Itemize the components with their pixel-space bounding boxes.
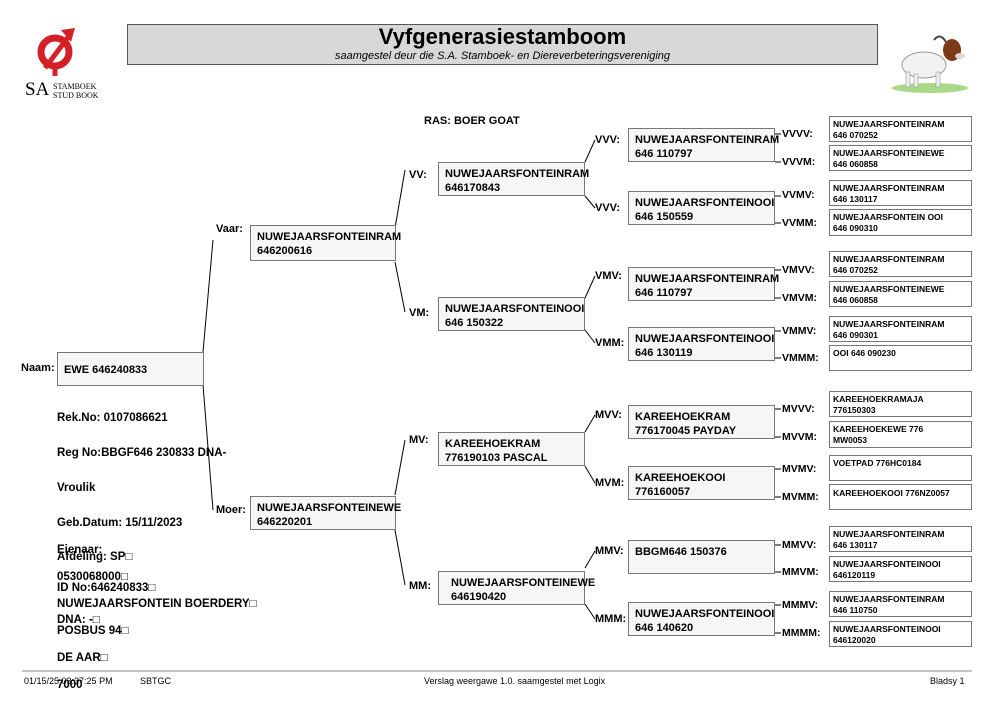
sa-stud-book-logo: SA STAMBOEK STUD BOOK <box>25 24 105 104</box>
gen5-box[interactable]: NUWEJAARSFONTEINOOI 646120020 <box>829 621 972 647</box>
gen5-box[interactable]: NUWEJAARSFONTEINRAM 646 070252 <box>829 116 972 142</box>
gen5-box[interactable]: NUWEJAARSFONTEINOOI 646120119 <box>829 556 972 582</box>
owner-line: NUWEJAARSFONTEIN BOERDERY□ <box>57 597 257 610</box>
vmv-box[interactable]: NUWEJAARSFONTEINRAM 646 110797 <box>628 267 779 301</box>
gen5-label: MMMV: <box>782 599 819 611</box>
owner-line: 0530068000□ <box>57 570 128 583</box>
mmm-box[interactable]: NUWEJAARSFONTEINOOI 646 140620 <box>628 602 775 636</box>
gen5-label: VVMM: <box>782 217 817 229</box>
vm-box[interactable]: NUWEJAARSFONTEINOOI 646 150322 <box>438 297 585 331</box>
mm-label: MM: <box>409 580 431 592</box>
ras-breed: RAS: BOER GOAT <box>424 115 520 127</box>
gen5-box[interactable]: NUWEJAARSFONTEINRAM 646 070252 <box>829 251 972 277</box>
vvv-label: VVV: <box>595 134 621 146</box>
details-line: ID No:646240833□ <box>57 582 156 594</box>
gen5-label: MVVM: <box>782 431 817 443</box>
vm-label: VM: <box>409 307 430 319</box>
gen5-label: VMVM: <box>782 292 817 304</box>
details-line: Vroulik <box>57 481 96 494</box>
sa-logo-mark-icon <box>37 28 75 76</box>
gen5-box[interactable]: NUWEJAARSFONTEIN OOI 646 090310 <box>829 209 972 236</box>
vmv-label: VMV: <box>595 270 622 282</box>
gen5-label: MVVV: <box>782 403 815 415</box>
mm-box[interactable]: NUWEJAARSFONTEINEWE 646190420 <box>438 571 595 605</box>
mmv-label: MMV: <box>595 545 624 557</box>
animal-name-box[interactable]: EWE 646240833 <box>57 352 204 386</box>
owner-line: POSBUS 94□ <box>57 624 129 637</box>
gen5-box[interactable]: NUWEJAARSFONTEINRAM 646 090301 <box>829 316 972 342</box>
gen5-box[interactable]: NUWEJAARSFONTEINEWE 646 060858 <box>829 281 972 307</box>
vv-box[interactable]: NUWEJAARSFONTEINRAM 646170843 <box>438 162 589 196</box>
boer-goat-illustration-icon <box>892 35 968 93</box>
mv-box[interactable]: KAREEHOEKRAM 776190103 PASCAL <box>438 432 585 466</box>
owner-details: Eienaar: 0530068000□ NUWEJAARSFONTEIN BO… <box>57 530 256 706</box>
gen5-label: VMVV: <box>782 264 815 276</box>
vvm-label: VVV: <box>595 202 621 214</box>
gen5-label: MMVV: <box>782 539 817 551</box>
gen5-label: MVMM: <box>782 491 819 503</box>
details-line: DNA: -□ <box>57 613 100 626</box>
gen5-label: VVVM: <box>782 156 816 168</box>
sire-box[interactable]: NUWEJAARSFONTEINRAM 646200616 <box>250 225 401 261</box>
vvm-box[interactable]: NUWEJAARSFONTEINOOI 646 150559 <box>628 191 775 225</box>
gen5-box[interactable]: NUWEJAARSFONTEINRAM 646 110750 <box>829 591 972 617</box>
mmm-label: MMM: <box>595 613 627 625</box>
gen5-label: VVVV: <box>782 128 813 140</box>
gen5-box[interactable]: OOI 646 090230 <box>829 345 972 371</box>
logo-sa-text: SA <box>25 79 50 100</box>
vmm-label: VMM: <box>595 337 625 349</box>
gen5-label: VMMV: <box>782 325 817 337</box>
gen5-box[interactable]: NUWEJAARSFONTEINEWE 646 060858 <box>829 145 972 171</box>
owner-line: 7000 <box>57 678 83 691</box>
mmv-box[interactable]: BBGM646 150376 <box>628 540 775 574</box>
mvm-box[interactable]: KAREEHOEKOOI 776160057 <box>628 466 775 500</box>
mvv-label: MVV: <box>595 409 622 421</box>
owner-line: DE AAR□ <box>57 651 108 664</box>
details-line: Geb.Datum: 15/11/2023 <box>57 516 183 529</box>
vvv-box[interactable]: NUWEJAARSFONTEINRAM 646 110797 <box>628 128 779 162</box>
footer-version: Verslag weergawe 1.0. saamgestel met Log… <box>424 676 606 686</box>
details-line: Rek.No: 0107086621 <box>57 411 168 424</box>
owner-line: Eienaar: <box>57 543 103 556</box>
footer-datetime: 01/15/25 03:37:25 PM <box>24 676 113 686</box>
gen5-label: VVMV: <box>782 189 815 201</box>
mvm-label: MVM: <box>595 477 625 489</box>
gen5-box[interactable]: VOETPAD 776HC0184 <box>829 455 972 481</box>
title-banner: Vyfgenerasiestamboom saamgestel deur die… <box>127 24 878 65</box>
moer-label: Moer: <box>216 504 246 516</box>
vmm-box[interactable]: NUWEJAARSFONTEINOOI 646 130119 <box>628 327 775 361</box>
gen5-box[interactable]: KAREEHOEKRAMAJA 776150303 <box>829 391 972 417</box>
footer-page-number: Bladsy 1 <box>930 676 965 686</box>
naam-label: Naam: <box>21 362 55 374</box>
page-title: Vyfgenerasiestamboom <box>378 24 627 49</box>
logo-stamboek-text: STAMBOEK <box>53 82 97 91</box>
mvv-box[interactable]: KAREEHOEKRAM 776170045 PAYDAY <box>628 405 775 439</box>
logo-studbook-text: STUD BOOK <box>53 91 99 100</box>
gen5-label: VMMM: <box>782 352 819 364</box>
mv-label: MV: <box>409 434 429 446</box>
gen5-box[interactable]: KAREEHOEKOOI 776NZ0057 <box>829 484 972 510</box>
vv-label: VV: <box>409 169 427 181</box>
page-subtitle: saamgestel deur die S.A. Stamboek- en Di… <box>334 50 671 62</box>
dam-box[interactable]: NUWEJAARSFONTEINEWE 646220201 <box>250 496 401 530</box>
gen5-box[interactable]: KAREEHOEKEWE 776 MW0053 <box>829 421 972 448</box>
vaar-label: Vaar: <box>216 223 243 235</box>
animal-details: Rek.No: 0107086621 Reg No:BBGF646 230833… <box>57 392 226 644</box>
gen5-box[interactable]: NUWEJAARSFONTEINRAM 646 130117 <box>829 526 972 552</box>
gen5-label: MMMM: <box>782 627 821 639</box>
gen5-label: MVMV: <box>782 463 817 475</box>
details-line: Afdeling: SP□ <box>57 550 133 563</box>
gen5-box[interactable]: NUWEJAARSFONTEINRAM 646 130117 <box>829 180 972 206</box>
footer-code: SBTGC <box>140 676 172 686</box>
details-line: Reg No:BBGF646 230833 DNA- <box>57 446 227 459</box>
gen5-label: MMVM: <box>782 566 819 578</box>
